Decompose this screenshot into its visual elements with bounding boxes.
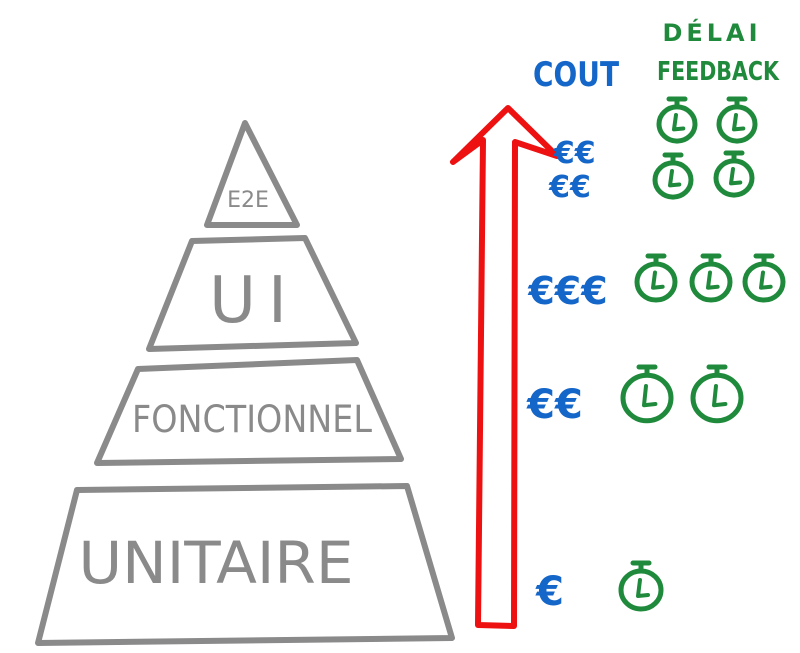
stopwatch-icon [742,253,786,303]
cost-e2e-line1: €€ [553,136,596,171]
cost-label-fonctionnel: €€ [526,382,583,428]
stopwatch-icon [618,560,664,612]
feedback-column [618,96,786,612]
stopwatch-icon [634,253,678,303]
stopwatch-icon [656,96,698,144]
pyramid-level-e2e [204,120,300,228]
stopwatch-icon [716,96,758,144]
stopwatch-icon [652,152,694,200]
feedback-header-line1: DÉLAI [662,18,761,47]
cost-label-ui: €€€ [527,269,607,313]
stopwatch-icon [689,253,733,303]
cost-label-e2e: €€ €€ [548,136,606,205]
up-arrow-icon [450,105,560,629]
pyramid-level-ui [146,235,359,352]
feedback-header-line2: FEEDBACK [657,57,780,87]
pyramid-level-fonctionnel [94,357,404,466]
cost-column: €€ €€ €€€ €€ € [526,136,608,615]
pyramid-label-ui: UI [209,264,299,338]
pyramid-level-unitaire [35,483,455,646]
cost-label-unitaire: € [535,569,564,615]
pyramid-label-unitaire: UNITAIRE [79,529,354,597]
pyramid [35,120,455,646]
stopwatch-icon [713,150,755,198]
stopwatch-icon [620,364,674,424]
stopwatch-icon [690,364,744,424]
pyramid-label-e2e: E2E [227,188,269,213]
pyramid-label-fonctionnel: FONCTIONNEL [132,398,372,441]
cost-header: COUT [533,55,620,95]
cost-e2e-line2: €€ [548,170,591,205]
